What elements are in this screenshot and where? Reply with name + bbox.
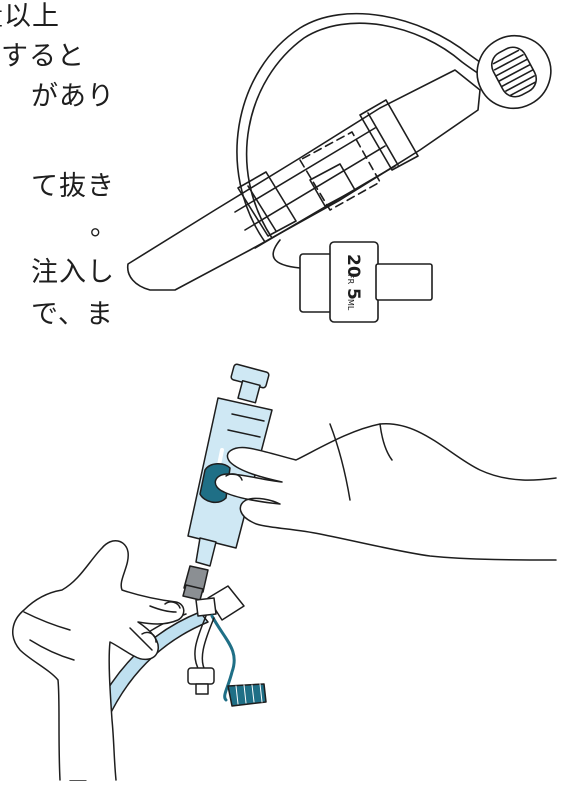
volume-unit: ML <box>346 299 355 311</box>
catheter-port-illustration <box>126 12 552 323</box>
size-label: 20 FR 5 ML <box>343 254 363 311</box>
instruction-line: 注入し <box>31 257 115 288</box>
volume-number: 5 <box>343 288 363 300</box>
instruction-line: があり <box>31 81 115 112</box>
instruction-line: て抜き <box>31 171 115 202</box>
instruction-line: 量以上 <box>0 1 60 32</box>
size-unit: FR <box>346 274 355 285</box>
syringe-injection-illustration <box>12 363 557 781</box>
size-number: 20 <box>343 254 363 278</box>
instruction-text-column: 量以上 すると があり て抜き 。 注入し で、ま <box>0 0 120 360</box>
instruction-line: で、ま <box>31 299 114 330</box>
instruction-line: 。 <box>90 211 118 242</box>
instruction-line: すると <box>1 41 85 72</box>
